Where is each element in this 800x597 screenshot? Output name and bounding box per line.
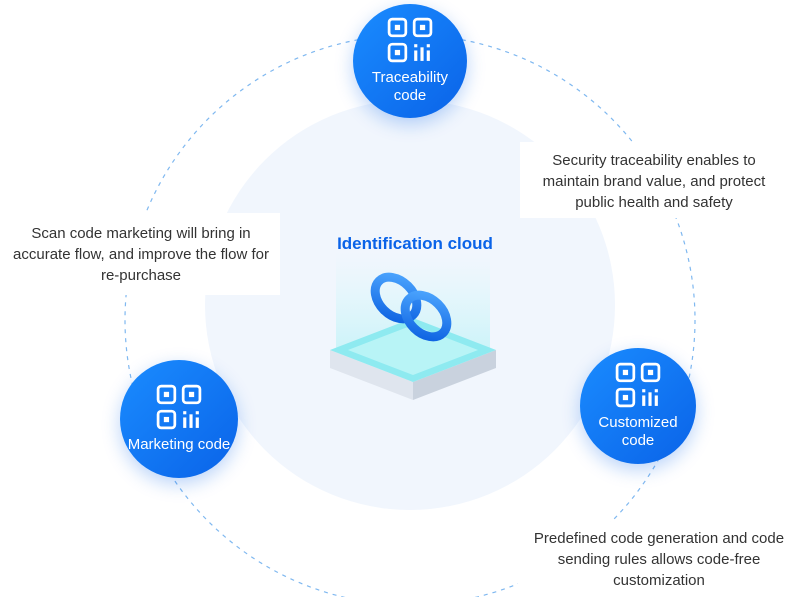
caption-panel-customized xyxy=(518,522,800,597)
traceability-code-node[interactable]: Traceability code xyxy=(353,4,467,118)
traceability-code-label: Traceability code xyxy=(371,69,449,104)
platform-left-side xyxy=(330,350,413,400)
platform-right-side xyxy=(413,350,496,400)
qr-code-icon xyxy=(387,17,433,63)
center-title: Identification cloud xyxy=(337,234,493,253)
traceability-caption: Security traceability enables to maintai… xyxy=(542,152,766,211)
caption-panel-marketing xyxy=(0,213,280,295)
link-icon xyxy=(370,272,452,342)
marketing-code-label: Marketing code xyxy=(127,436,231,453)
qr-code-icon xyxy=(156,384,202,430)
platform-top-inner xyxy=(348,325,478,375)
qr-code-icon xyxy=(615,362,661,408)
customized-code-node[interactable]: Customized code xyxy=(580,348,696,464)
caption-panel-traceability xyxy=(520,142,780,218)
marketing-code-node[interactable]: Marketing code xyxy=(120,360,238,478)
identification-cloud-illustration xyxy=(330,252,496,400)
customized-caption: Predefined code generation and code send… xyxy=(533,530,785,589)
customized-code-label: Customized code xyxy=(598,414,678,449)
marketing-caption: Scan code marketing will bring in accura… xyxy=(13,225,269,284)
